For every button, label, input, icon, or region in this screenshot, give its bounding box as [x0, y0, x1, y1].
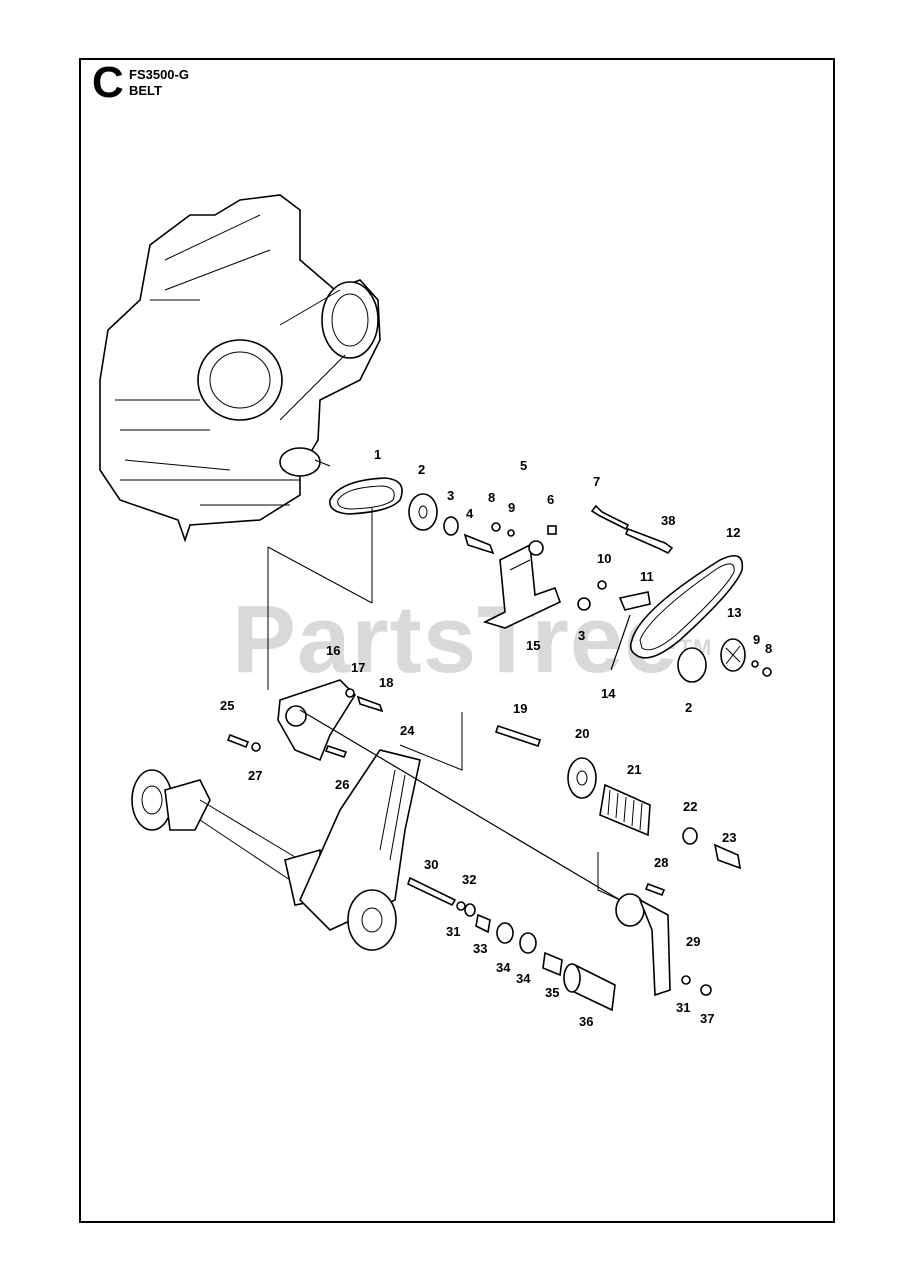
model-number: FS3500-G	[129, 67, 189, 82]
callout-22: 22	[683, 799, 697, 814]
part-key-19	[494, 724, 542, 748]
part-bolt-25	[226, 733, 250, 749]
callout-30: 30	[424, 857, 438, 872]
part-bracket-15	[482, 543, 561, 629]
callout-24: 24	[400, 723, 415, 738]
callout-25: 25	[220, 698, 234, 713]
part-pulley-2b	[677, 647, 707, 683]
callout-17: 17	[351, 660, 365, 675]
part-washer-9b	[751, 660, 759, 668]
part-belt-12	[629, 554, 744, 659]
callout-26: 26	[335, 777, 349, 792]
lower-drive-assembly	[131, 769, 321, 906]
callout-34: 34	[496, 960, 511, 975]
callout-15: 15	[526, 638, 540, 653]
callout-38: 38	[661, 513, 675, 528]
callout-20: 20	[575, 726, 589, 741]
part-washer-22	[682, 827, 698, 845]
part-bearing-34	[496, 922, 514, 944]
part-bolt-38	[624, 527, 674, 555]
callout-29: 29	[686, 934, 700, 949]
part-washer-17	[345, 688, 355, 698]
part-bolt-30	[407, 876, 457, 907]
part-idler-arm-29	[615, 893, 671, 997]
callout-35: 35	[545, 985, 559, 1000]
part-nut-8b	[762, 667, 772, 677]
callout-13: 13	[727, 605, 741, 620]
part-pulley-20	[567, 757, 597, 799]
part-bearing-34b	[519, 932, 537, 954]
callout-8b: 8	[765, 641, 772, 656]
part-bolt-7	[590, 504, 630, 531]
part-bearing-3b	[577, 597, 591, 611]
part-belt-1	[329, 477, 403, 515]
callout-6: 6	[547, 492, 554, 507]
part-nut-6	[547, 525, 557, 535]
callout-3: 3	[447, 488, 454, 503]
callout-33: 33	[473, 941, 487, 956]
callout-12: 12	[726, 525, 740, 540]
engine-drawing	[99, 194, 381, 543]
callout-31: 31	[446, 924, 460, 939]
part-bolt-23	[713, 843, 741, 870]
part-bolt-18	[356, 695, 384, 713]
callout-7: 7	[593, 474, 600, 489]
part-spacer-35	[542, 951, 563, 977]
part-coupling-13	[720, 638, 746, 672]
part-bolt-26	[324, 745, 348, 758]
callout-9b: 9	[753, 632, 760, 647]
part-tensioner-11	[618, 591, 651, 611]
callout-16: 16	[326, 643, 340, 658]
callout-32: 32	[462, 872, 476, 887]
callout-1: 1	[374, 447, 381, 462]
callout-5: 5	[520, 458, 527, 473]
section-letter: C	[92, 58, 124, 107]
watermark-brand: PartsTree	[232, 586, 679, 693]
callout-10: 10	[597, 551, 611, 566]
part-washer-31b	[681, 975, 691, 985]
callout-37: 37	[700, 1011, 714, 1026]
part-drive-belt-24	[299, 749, 421, 951]
part-washer-31	[456, 901, 466, 911]
callout-31b: 31	[676, 1000, 690, 1015]
callout-3b: 3	[578, 628, 585, 643]
diagram-frame	[79, 58, 835, 1223]
callout-27: 27	[248, 768, 262, 783]
part-pulley-2	[408, 493, 438, 531]
callout-36: 36	[579, 1014, 593, 1029]
part-shaft-4	[463, 533, 495, 555]
part-bolt-28	[644, 882, 666, 897]
callout-9: 9	[508, 500, 515, 515]
callout-4: 4	[466, 506, 474, 521]
callout-23: 23	[722, 830, 736, 845]
part-clutch-21	[599, 783, 651, 837]
part-bearing-3	[443, 516, 459, 536]
part-idler-pulley-36	[563, 963, 616, 1012]
leader-lines	[267, 508, 621, 901]
callout-2: 2	[418, 462, 425, 477]
callout-14: 14	[601, 686, 616, 701]
callout-19: 19	[513, 701, 527, 716]
part-washer-10	[597, 580, 607, 590]
part-washer-5	[528, 540, 544, 556]
section-name: BELT	[129, 83, 162, 98]
callout-18: 18	[379, 675, 393, 690]
part-nut-8	[491, 522, 501, 532]
callout-21: 21	[627, 762, 641, 777]
callout-11: 11	[640, 569, 654, 584]
callout-28: 28	[654, 855, 668, 870]
part-nut-37	[700, 984, 712, 996]
callout-labels: 1 2 3 4 5 6 7 8 9 10 11 12 13 14 15 16 1…	[220, 447, 772, 1029]
callout-8: 8	[488, 490, 495, 505]
callout-34b: 34	[516, 971, 531, 986]
part-spacer-33	[475, 913, 491, 934]
drive-shaft-line	[299, 709, 621, 901]
part-ring-32	[464, 903, 476, 917]
part-spring-14	[610, 614, 631, 671]
part-washer-9	[507, 529, 515, 537]
part-washer-27	[251, 742, 261, 752]
callout-2b: 2	[685, 700, 692, 715]
